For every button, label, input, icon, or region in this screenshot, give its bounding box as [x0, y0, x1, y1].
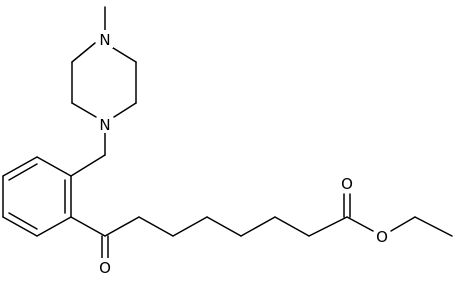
bond-benz-5-inner: [8, 163, 38, 181]
atom-o-ester: O: [374, 227, 390, 246]
bond-benz-3: [2, 216, 38, 237]
bond-pip-4: [71, 102, 97, 118]
bond-benz-2: [36, 216, 72, 237]
atom-label-o-carbonyl: O: [341, 175, 353, 193]
bond-lines: [2, 6, 453, 259]
bond-benz-6: [36, 156, 72, 177]
bond-ch2-ring: [70, 154, 106, 177]
atom-label-n-bottom: N: [99, 116, 110, 134]
bond-chain-7: [308, 216, 348, 237]
atom-label-o-ketone: O: [99, 259, 111, 277]
bond-ester-c-o: [346, 216, 374, 232]
atom-o-carbonyl: O: [339, 174, 355, 193]
bond-benz-5: [2, 156, 38, 177]
bond-pip-6: [71, 42, 96, 63]
atom-n-bottom: N: [97, 115, 113, 134]
atom-label-n-top: N: [99, 31, 110, 49]
bond-benz-3-inner: [8, 212, 38, 230]
atom-label-o-ester: O: [376, 228, 388, 246]
bond-chain-5: [240, 216, 276, 237]
bond-pip-3: [113, 102, 137, 118]
bond-ester-o-ch2: [390, 216, 416, 232]
bond-chain-2: [138, 216, 174, 237]
bond-chain-1: [104, 216, 140, 237]
bond-chain-6: [274, 216, 310, 237]
bond-chain-4: [206, 216, 242, 237]
atom-o-ketone: O: [97, 258, 113, 277]
bond-chain-3: [172, 216, 208, 237]
bond-ring-ketone: [70, 216, 106, 237]
atom-n-top: N: [97, 30, 113, 49]
bond-ethyl: [414, 216, 453, 237]
